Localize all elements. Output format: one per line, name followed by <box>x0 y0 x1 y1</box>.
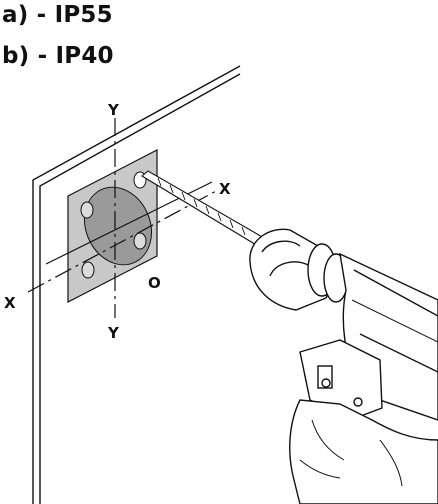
label-x-right: X <box>219 180 231 198</box>
protection-rating-b: b) - IP40 <box>2 43 114 69</box>
label-y-top: Y <box>107 101 120 119</box>
corner-hole-top-left <box>80 201 94 219</box>
label-origin: O <box>148 274 161 292</box>
x-axis-lower <box>27 189 219 293</box>
corner-hole-bottom-left <box>81 261 95 279</box>
drill-bit <box>141 170 265 247</box>
label-x-left: X <box>4 294 16 312</box>
operator-hand <box>289 399 438 504</box>
label-y-bottom: Y <box>107 324 120 342</box>
power-drill <box>249 228 438 504</box>
wall-panel <box>32 65 241 504</box>
corner-hole-bottom-right <box>133 232 147 250</box>
mounting-plate <box>67 149 158 303</box>
protection-rating-a: a) - IP55 <box>2 2 113 28</box>
